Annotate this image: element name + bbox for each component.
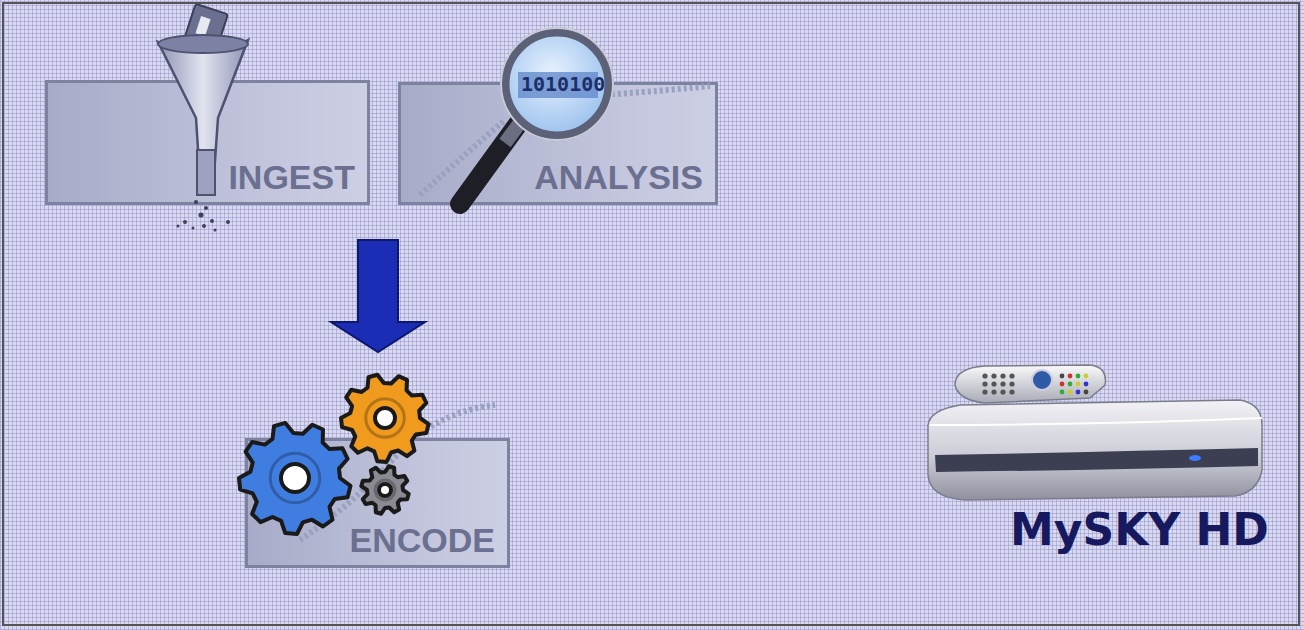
process-box: ANALYSIS [398, 82, 718, 205]
process-box: INGEST [45, 80, 370, 205]
box-title: ANALYSIS [534, 160, 703, 194]
set-top-box-icon [928, 365, 1262, 500]
process-box: ENCODE [245, 438, 510, 568]
flow-arrow [331, 240, 425, 352]
box-title: ENCODE [350, 523, 495, 557]
binary-digits: 1010100 [521, 74, 605, 94]
product-name: MySKY HD [1010, 508, 1269, 552]
box-title: INGEST [228, 160, 355, 194]
